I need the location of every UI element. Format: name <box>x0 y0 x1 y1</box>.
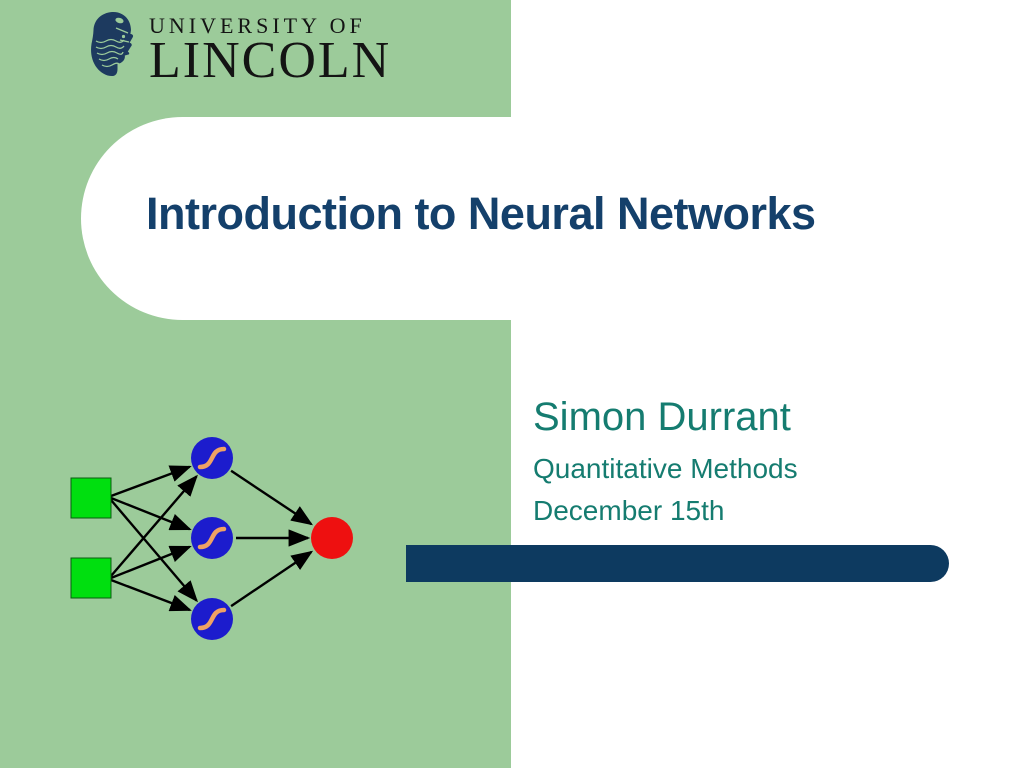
logo-wordmark: UNIVERSITY OF LINCOLN <box>149 8 392 89</box>
university-logo: UNIVERSITY OF LINCOLN <box>88 8 392 89</box>
logo-university-of-text: UNIVERSITY OF <box>149 13 366 38</box>
sigmoid-icon <box>197 526 227 550</box>
course-name: Quantitative Methods <box>533 453 798 484</box>
hidden-layer <box>191 437 233 640</box>
byline-block: Simon Durrant Quantitative Methods Decem… <box>533 394 798 527</box>
sigmoid-icon <box>197 446 227 470</box>
logo-lincoln-text: LINCOLN <box>149 32 392 89</box>
input-to-hidden-arrows <box>110 465 198 612</box>
input-layer <box>70 477 112 599</box>
title-band <box>81 117 1024 320</box>
minerva-head-icon <box>91 11 134 77</box>
slide-title: Introduction to Neural Networks <box>146 188 816 239</box>
input-square <box>70 557 112 599</box>
neural-network-diagram <box>55 425 370 665</box>
sigmoid-icon <box>197 607 227 631</box>
input-square <box>70 477 112 519</box>
accent-bar <box>406 545 949 582</box>
author-name: Simon Durrant <box>533 395 791 439</box>
output-layer <box>311 517 353 559</box>
date-text: December 15th <box>533 495 725 526</box>
hidden-to-output-arrows <box>230 469 314 608</box>
output-neuron <box>311 517 353 559</box>
